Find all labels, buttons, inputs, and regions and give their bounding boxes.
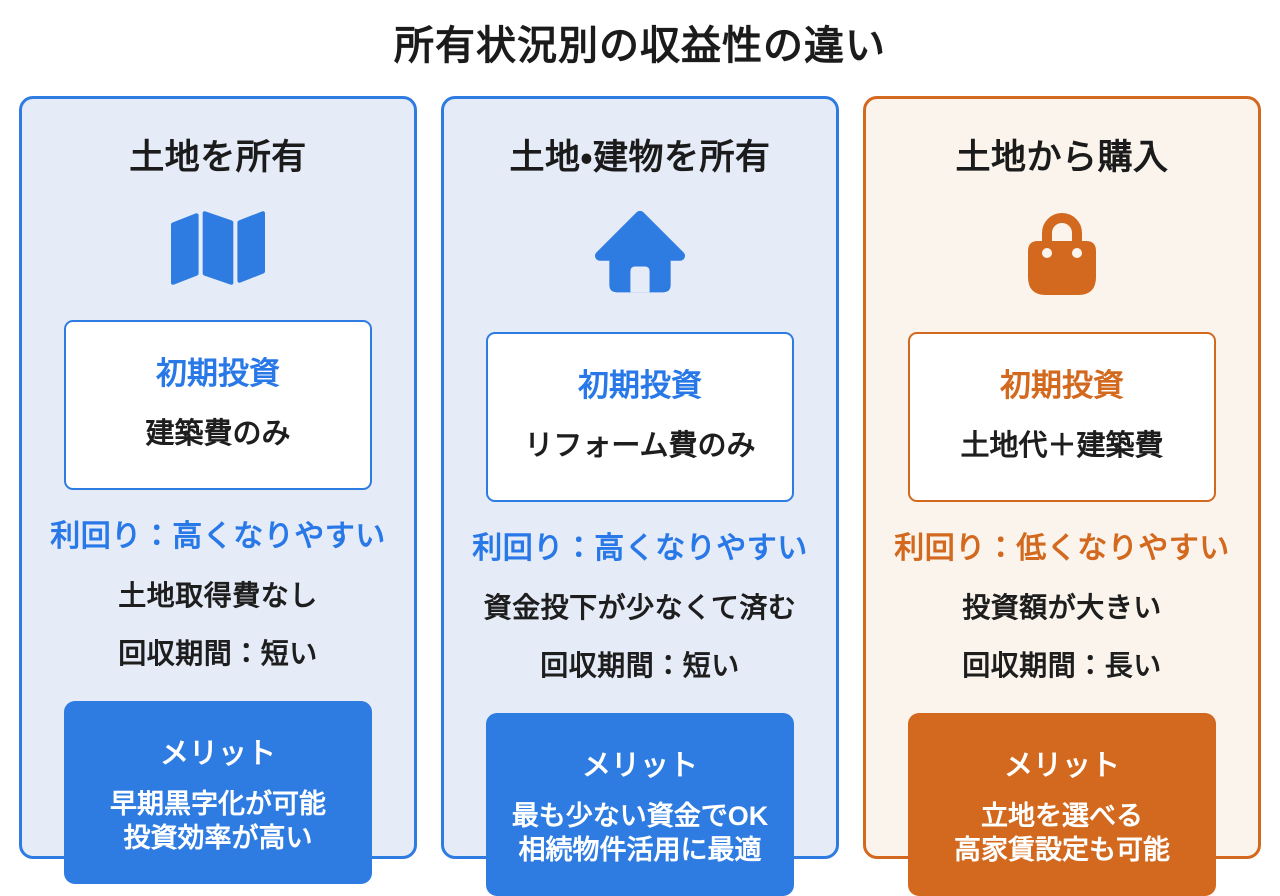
card-own-land-building: 土地・建物を所有 初期投資 リフォーム費のみ 利回り：高くなりやすい 資金投下が…: [441, 96, 839, 896]
merit-line: 高家賃設定も可能: [954, 835, 1170, 865]
point-line: 資金投下が少なくて済む: [483, 592, 797, 623]
map-icon: [171, 211, 265, 290]
merit-label: メリット: [581, 750, 698, 782]
merit-line: 最も少ない資金でOK: [511, 801, 769, 831]
initial-investment-box: 初期投資 建築費のみ: [64, 320, 372, 490]
page-title: 所有状況別の収益性の違い: [394, 24, 886, 68]
initial-investment-value: 土地代＋建築費: [960, 430, 1164, 462]
point-line: 回収期間：短い: [540, 650, 740, 681]
initial-investment-label: 初期投資: [1000, 368, 1124, 403]
merit-box: メリット 最も少ない資金でOK 相続物件活用に最適: [486, 713, 794, 896]
point-line: 投資額が大きい: [962, 592, 1162, 623]
card-title: 土地を所有: [129, 138, 307, 177]
point-line: 土地取得費なし: [118, 580, 318, 611]
yield-line: 利回り：高くなりやすい: [472, 532, 808, 565]
cards-row: 土地を所有 初期投資 建築費のみ 利回り：高くなりやすい 土地取得: [0, 96, 1280, 896]
card-buy-land: 土地から購入 初期投資 土地代＋建築費 利回り：低くなりやすい 投資額が大きい …: [863, 96, 1261, 896]
initial-investment-box: 初期投資 土地代＋建築費: [908, 332, 1216, 502]
card-title: 土地・建物を所有: [509, 138, 771, 177]
merit-line: 相続物件活用に最適: [518, 835, 762, 865]
home-icon: [594, 210, 686, 302]
yield-line: 利回り：低くなりやすい: [894, 532, 1230, 565]
icon-wrap: [444, 210, 836, 302]
icon-wrap: [22, 211, 414, 290]
merit-label: メリット: [159, 738, 276, 770]
merit-line: 投資効率が高い: [123, 823, 313, 853]
merit-box: メリット 早期黒字化が可能 投資効率が高い: [64, 701, 372, 884]
icon-wrap: [866, 211, 1258, 302]
merit-line: 早期黒字化が可能: [110, 789, 326, 819]
yield-line: 利回り：高くなりやすい: [50, 520, 386, 553]
merit-line: 立地を選べる: [981, 801, 1143, 831]
initial-investment-box: 初期投資 リフォーム費のみ: [486, 332, 794, 502]
point-line: 回収期間：長い: [962, 650, 1162, 681]
initial-investment-value: 建築費のみ: [145, 418, 291, 450]
point-line: 回収期間：短い: [118, 638, 318, 669]
infographic-page: 所有状況別の収益性の違い 土地を所有 初期投資 建築費のみ: [0, 24, 1280, 896]
initial-investment-label: 初期投資: [578, 368, 702, 403]
card-own-land: 土地を所有 初期投資 建築費のみ 利回り：高くなりやすい 土地取得: [19, 96, 417, 884]
merit-box: メリット 立地を選べる 高家賃設定も可能: [908, 713, 1216, 896]
initial-investment-value: リフォーム費のみ: [524, 430, 756, 462]
bag-icon: [1024, 211, 1100, 302]
initial-investment-label: 初期投資: [156, 356, 280, 391]
merit-label: メリット: [1003, 750, 1120, 782]
card-title: 土地から購入: [955, 138, 1169, 177]
